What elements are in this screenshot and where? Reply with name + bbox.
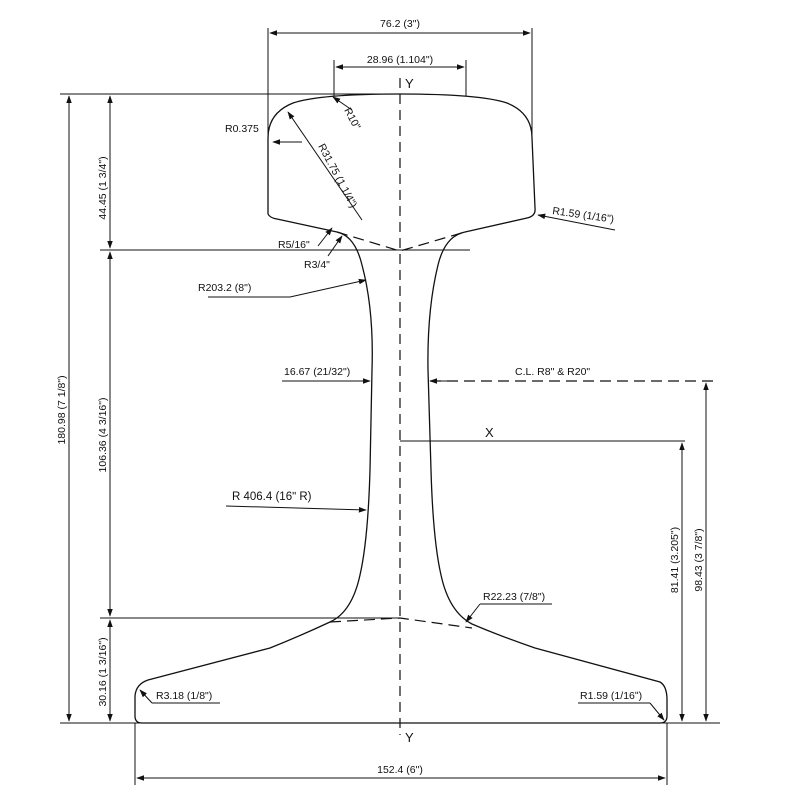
x-axis-label: X <box>485 425 494 440</box>
base-right-radius-arrow <box>649 702 665 721</box>
rail-head-outline <box>267 93 536 233</box>
total-height-label: 180.98 (7 1/8") <box>56 375 68 444</box>
base-fillet-tangent-lines <box>329 617 473 629</box>
head-top-width-label: 28.96 (1.104") <box>367 54 433 66</box>
head-corner-radius-label: R0.375 <box>225 123 259 135</box>
centerline-height-label: 98.43 (3 7/8") <box>693 528 705 591</box>
base-left-radius-arrow <box>139 689 153 704</box>
head-underside-radius-leader <box>537 213 616 231</box>
head-underside-radius-label: R1.59 (1/16") <box>552 205 615 226</box>
centerline-label: C.L. R8" & R20" <box>515 366 590 378</box>
head-width-label: 76.2 (3") <box>380 18 420 30</box>
head-fillet-tangent-lines <box>336 231 466 252</box>
head-side-radius-leader <box>287 111 363 221</box>
web-lower-radius-leader <box>225 505 367 513</box>
base-height-label: 30.16 (1 3/16") <box>97 637 109 706</box>
base-width-label: 152.4 (6") <box>377 764 423 776</box>
head-side-radius-label: R31.75 (1 1/4") <box>315 142 359 210</box>
rail-web-left <box>134 231 373 724</box>
y-axis-label-top: Y <box>405 76 414 91</box>
head-fillet-small-leader <box>317 227 333 247</box>
web-height-label: 106.36 (4 3/16") <box>97 398 109 473</box>
web-thickness-label: 16.67 (21/32") <box>284 366 350 378</box>
base-fillet-radius-label: R22.23 (7/8") <box>483 591 545 603</box>
y-axis-label-bottom: Y <box>405 730 414 745</box>
head-fillet-label: R3/4" <box>304 259 330 271</box>
base-fillet-radius-arrow <box>465 603 481 623</box>
neutral-axis-height-label: 81.41 (3.205") <box>669 527 681 593</box>
head-fillet-small-label: R5/16" <box>278 239 310 251</box>
head-height-label: 44.45 (1 3/4") <box>97 156 109 219</box>
crown-radius-leader <box>332 96 353 111</box>
web-lower-radius-label: R 406.4 (16ʺ R) <box>232 491 312 503</box>
base-right-radius-label: R1.59 (1/16ʺ) <box>580 690 642 702</box>
rail-profile <box>134 93 668 724</box>
head-fillet-leader <box>327 235 343 257</box>
base-left-radius-label: R3.18 (1/8") <box>156 690 212 702</box>
web-upper-radius-label: R203.2 (8") <box>198 282 251 294</box>
crown-radius-label: R10" <box>341 106 363 132</box>
rail-web-right <box>142 231 668 724</box>
web-upper-radius-arrow <box>289 278 367 298</box>
extension-lines <box>60 28 720 785</box>
